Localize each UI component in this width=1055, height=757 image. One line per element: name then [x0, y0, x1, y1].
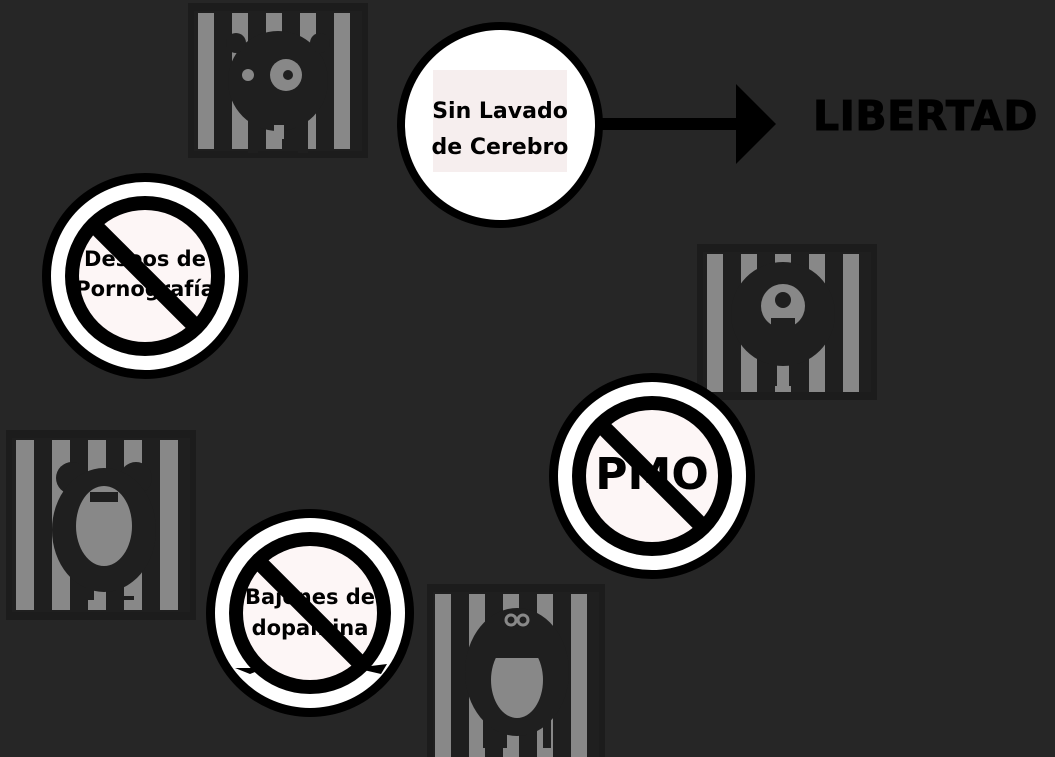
- caged-monster-bottom: [427, 584, 605, 757]
- no-pmo-sign: PMO: [548, 372, 756, 580]
- no-porn-cravings-sign: Deseos de Pornografía: [40, 172, 250, 380]
- brainwash-free-label: Sin Lavado de Cerebro: [405, 94, 595, 166]
- caged-monster-right: [697, 244, 877, 400]
- no-dopamine-drops-sign: Bajones de dopamina: [205, 508, 415, 718]
- brainwash-free-inner: Sin Lavado de Cerebro: [405, 30, 595, 220]
- label-background: [433, 70, 567, 172]
- caged-monster-top: [188, 3, 368, 158]
- brainwash-free-line1: Sin Lavado: [432, 99, 568, 124]
- freedom-label: LIBERTAD: [813, 92, 1038, 141]
- right-arrow-icon: [600, 84, 780, 171]
- caged-monster-left: [6, 430, 196, 620]
- brainwash-free-circle: Sin Lavado de Cerebro: [397, 22, 603, 228]
- brainwash-free-line2: de Cerebro: [431, 135, 569, 160]
